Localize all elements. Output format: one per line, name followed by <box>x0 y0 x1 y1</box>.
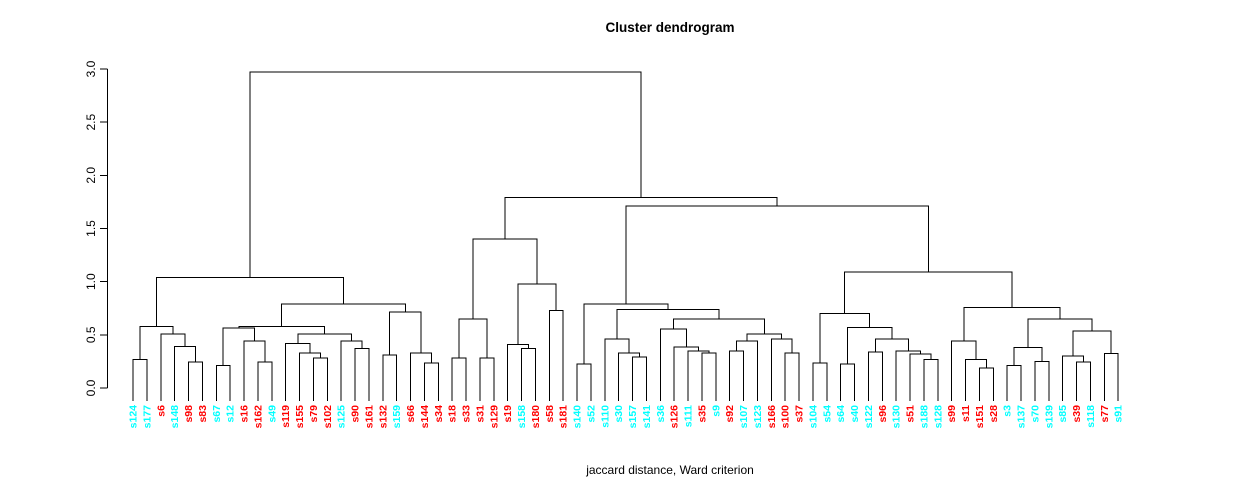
dendrogram-links <box>132 71 1119 401</box>
leaf-label: s177 <box>141 405 153 429</box>
leaf-label: s66 <box>405 405 417 423</box>
leaf-label: s166 <box>766 405 778 429</box>
leaf-label: s104 <box>807 405 819 429</box>
leaf-label: s139 <box>1043 405 1055 429</box>
leaf-label: s12 <box>225 405 237 423</box>
leaf-label: s18 <box>447 405 459 423</box>
leaf-label: s100 <box>780 405 792 429</box>
leaf-label: s148 <box>169 405 181 429</box>
y-axis-tick-label: 0.5 <box>84 326 98 343</box>
y-axis-tick-label: 1.0 <box>84 273 98 290</box>
leaf-label: s92 <box>724 405 736 423</box>
leaf-label: s107 <box>738 405 750 429</box>
leaf-label: s6 <box>155 405 167 417</box>
leaf-label: s123 <box>752 405 764 429</box>
leaf-label: s58 <box>544 405 556 423</box>
leaf-label: s40 <box>849 405 861 423</box>
leaf-label: s157 <box>627 405 639 429</box>
leaf-label: s122 <box>863 405 875 429</box>
chart-subtitle: jaccard distance, Ward criterion <box>586 463 754 477</box>
leaf-label: s111 <box>683 405 695 427</box>
y-axis-tick-label: 2.5 <box>84 114 98 131</box>
leaf-label: s181 <box>558 405 570 429</box>
leaf-label: s79 <box>308 405 320 423</box>
leaf-label: s126 <box>669 405 681 429</box>
leaf-label: s119 <box>280 405 292 428</box>
leaf-label: s130 <box>891 405 903 429</box>
leaf-label: s85 <box>1057 405 1069 423</box>
leaf-label: s16 <box>239 405 251 423</box>
leaf-label: s54 <box>821 405 833 423</box>
y-axis-tick-label: 2.0 <box>84 167 98 184</box>
leaf-label: s125 <box>336 405 348 429</box>
leaf-label: s155 <box>294 405 306 429</box>
leaf-label: s161 <box>363 405 375 429</box>
leaf-label: s132 <box>377 405 389 429</box>
leaf-label: s99 <box>946 405 958 423</box>
leaf-label: s30 <box>613 405 625 423</box>
leaf-label: s137 <box>1016 405 1028 429</box>
leaf-label: s64 <box>835 405 847 423</box>
leaf-label: s11 <box>960 405 972 422</box>
leaf-label: s118 <box>1085 405 1097 428</box>
leaf-label: s151 <box>974 405 986 429</box>
leaf-label: s39 <box>1071 405 1083 423</box>
leaf-label: s159 <box>391 405 403 429</box>
leaf-label: s158 <box>516 405 528 429</box>
leaf-label: s77 <box>1099 405 1111 423</box>
leaf-label: s98 <box>183 405 195 423</box>
y-axis-tick-label: 3.0 <box>84 60 98 77</box>
leaf-label: s37 <box>794 405 806 423</box>
leaf-label: s141 <box>641 405 653 429</box>
leaf-label: s91 <box>1113 405 1125 423</box>
leaf-label: s102 <box>322 405 334 429</box>
y-axis-tick-label: 0.0 <box>84 379 98 396</box>
leaf-label: s9 <box>710 405 722 417</box>
leaf-label: s52 <box>585 405 597 423</box>
y-axis-tick-label: 1.5 <box>84 220 98 237</box>
leaf-label: s124 <box>128 405 140 429</box>
leaf-label: s83 <box>197 405 209 423</box>
leaf-label: s140 <box>572 405 584 429</box>
leaf-label: s162 <box>252 405 264 429</box>
leaf-label: s35 <box>696 405 708 423</box>
leaf-label: s144 <box>419 405 431 429</box>
leaf-label: s90 <box>350 405 362 423</box>
leaf-label: s188 <box>918 405 930 429</box>
leaf-label: s33 <box>461 405 473 423</box>
leaf-label: s31 <box>474 405 486 423</box>
leaf-label: s96 <box>877 405 889 423</box>
leaf-label: s19 <box>502 405 514 423</box>
leaf-label: s28 <box>988 405 1000 423</box>
leaf-label: s49 <box>266 405 278 423</box>
leaf-label: s128 <box>932 405 944 429</box>
leaf-label: s51 <box>905 405 917 423</box>
chart-title: Cluster dendrogram <box>605 20 735 35</box>
leaf-label: s36 <box>655 405 667 423</box>
leaf-label: s3 <box>1002 405 1014 417</box>
leaf-label: s110 <box>599 405 611 428</box>
leaf-label: s67 <box>211 405 223 423</box>
leaf-label: s180 <box>530 405 542 429</box>
leaf-label: s129 <box>488 405 500 429</box>
leaf-label: s70 <box>1029 405 1041 423</box>
leaf-label: s34 <box>433 405 445 423</box>
